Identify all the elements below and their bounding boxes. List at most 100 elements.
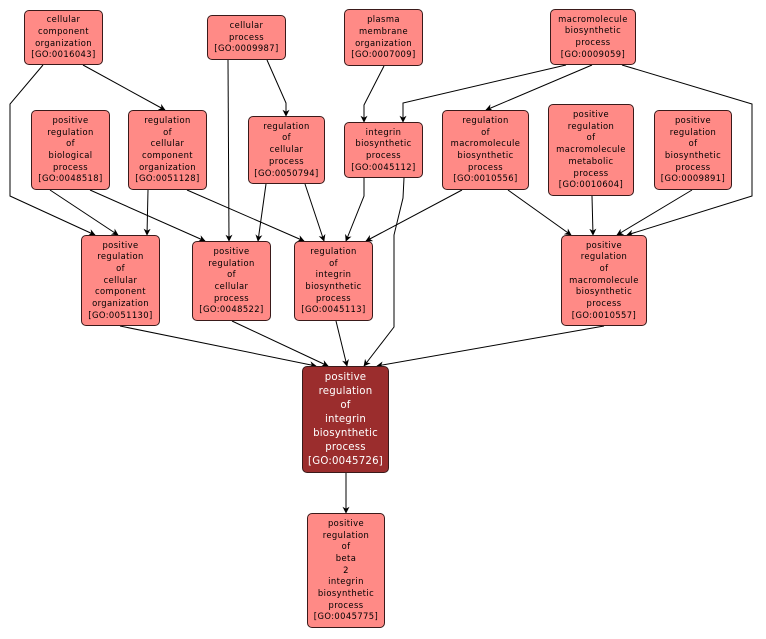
- node-label-line: organization: [139, 161, 196, 172]
- node-go-id: [GO:0009059]: [560, 48, 626, 59]
- node-go-id: [GO:0009891]: [660, 173, 726, 184]
- node-go-id: [GO:0050794]: [254, 167, 319, 178]
- node-go-id: [GO:0009987]: [214, 43, 279, 54]
- node-label-line: regulation: [580, 251, 628, 262]
- node-label-line: cellular: [46, 14, 81, 25]
- edge-GO0045112-to-GO0045726: [363, 177, 405, 367]
- edge-GO0050794-to-GO0045113: [304, 183, 326, 242]
- node-label-line: process: [575, 37, 611, 47]
- edge-GO0010604-to-GO0010557: [589, 195, 597, 236]
- node-label-line: process: [328, 599, 364, 610]
- edge-GO0051130-to-GO0045726: [119, 325, 317, 369]
- node-label-line: of: [599, 262, 609, 273]
- node-label-line: process: [269, 155, 304, 166]
- edge-GO0048518-to-GO0051130: [49, 189, 119, 236]
- edge-GO0009059-to-GO0010556: [485, 64, 593, 111]
- node-label-line: biosynthetic: [305, 281, 362, 291]
- node-label-line: 2: [343, 564, 349, 575]
- node-label-line: membrane: [358, 25, 409, 36]
- edge-GO0010556-to-GO0045113: [365, 189, 463, 242]
- node-label-line: of: [227, 269, 236, 280]
- node-label-line: process: [468, 161, 503, 172]
- edge-GO0050794-to-GO0048522: [255, 183, 267, 242]
- node-label-line: positive: [213, 245, 250, 256]
- edge-GO0009059-to-GO0010557: [621, 64, 753, 237]
- node-label-line: positive: [102, 239, 139, 250]
- edge-GO0010556-to-GO0010557: [507, 189, 572, 236]
- node-label-line: positive: [52, 114, 89, 125]
- node-label-line: organization: [35, 37, 92, 48]
- node-label-line: positive: [674, 114, 712, 125]
- node-go-id: [GO:0048522]: [199, 304, 264, 315]
- node-go-id: [GO:0016043]: [31, 49, 96, 60]
- node-label-line: regulation: [462, 114, 509, 125]
- node-label-line: integrin: [328, 576, 364, 587]
- node-label-line: process: [325, 441, 366, 453]
- node-go-id: [GO:0051130]: [88, 309, 153, 320]
- edge-GO0016043-to-GO0051128: [82, 64, 166, 111]
- edge-GO0048522-to-GO0045726: [231, 320, 329, 367]
- node-label-line: process: [586, 298, 622, 309]
- node-label-line: cellular: [103, 274, 138, 285]
- node-label-line: biosynthetic: [313, 427, 378, 439]
- node-label-line: biosynthetic: [317, 588, 375, 599]
- node-label-line: of: [341, 541, 351, 552]
- node-label-line: regulation: [567, 120, 615, 131]
- node-label-line: macromolecule: [450, 138, 521, 149]
- edge-GO0045113-to-GO0045726: [335, 320, 349, 367]
- node-label-line: integrin: [315, 269, 352, 280]
- node-label-line: biosynthetic: [575, 286, 633, 297]
- node-go-id: [GO:0007009]: [351, 49, 416, 60]
- node-label-line: regulation: [144, 114, 191, 125]
- node-go-id: [GO:0051128]: [135, 173, 200, 184]
- node-label-line: regulation: [669, 126, 717, 137]
- node-label-line: positive: [585, 239, 623, 250]
- node-label-line: positive: [327, 517, 365, 528]
- node-label-line: regulation: [97, 251, 144, 262]
- node-label-line: regulation: [47, 126, 94, 137]
- edge-GO0051128-to-GO0045113: [186, 189, 305, 242]
- node-label-line: regulation: [318, 385, 373, 397]
- node-label-line: macromolecule: [556, 144, 626, 155]
- node-label-line: cellular: [150, 138, 185, 149]
- edge-GO0016043-to-GO0051130: [9, 64, 96, 236]
- node-label-line: component: [38, 25, 89, 36]
- node-label-line: metabolic: [568, 155, 614, 166]
- node-label-line: of: [340, 399, 351, 411]
- node-label-line: of: [481, 126, 490, 137]
- node-go-id: [GO:0045775]: [313, 611, 379, 622]
- node-label-line: macromolecule: [569, 274, 639, 285]
- node-label-line: biosynthetic: [457, 150, 514, 160]
- edge-GO0009891-to-GO0010557: [616, 189, 693, 236]
- node-label-line: organization: [92, 298, 149, 309]
- edge-GO0051128-to-GO0051130: [143, 189, 151, 236]
- node-label-line: positive: [572, 109, 610, 120]
- node-label-line: process: [229, 31, 264, 42]
- edge-GO0009987-to-GO0050794: [266, 59, 290, 117]
- node-go-id: [GO:0010556]: [453, 173, 518, 184]
- node-label-line: of: [163, 126, 172, 137]
- node-label-line: cellular: [214, 281, 249, 291]
- node-label-line: of: [586, 132, 596, 143]
- node-go-id: [GO:0010604]: [558, 179, 624, 190]
- node-label-line: biological: [48, 150, 93, 160]
- node-label-line: process: [573, 167, 609, 178]
- node-label-line: process: [366, 150, 401, 160]
